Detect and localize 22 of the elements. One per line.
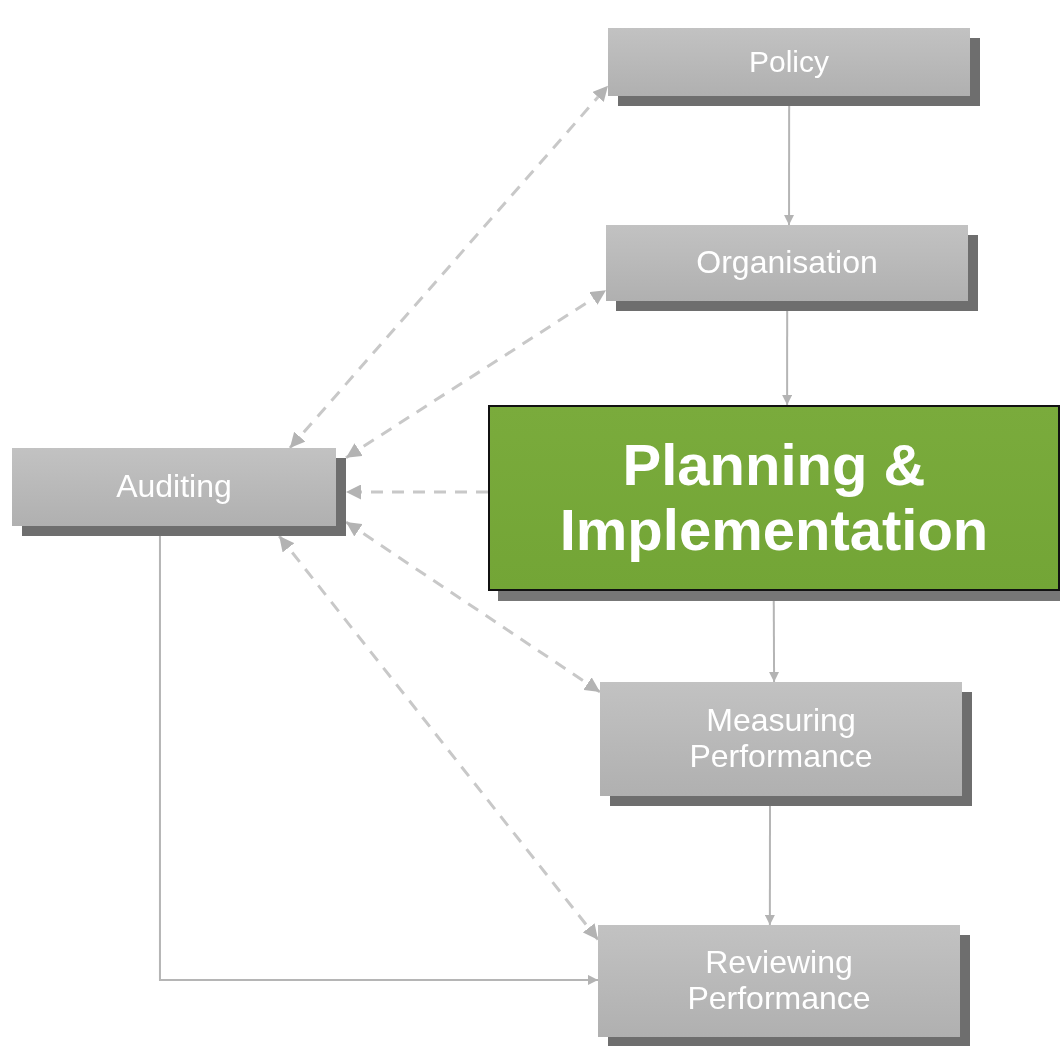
node-label: Reviewing Performance bbox=[686, 945, 872, 1017]
highlighted-process-box bbox=[488, 405, 1060, 601]
arrow bbox=[345, 289, 607, 459]
node-label: Policy bbox=[749, 45, 829, 79]
arrow bbox=[345, 520, 601, 694]
node-label: Auditing bbox=[116, 469, 232, 505]
arrow bbox=[158, 535, 599, 985]
node-label: Planning & Implementation bbox=[558, 433, 990, 563]
process-box bbox=[598, 925, 970, 1046]
arrow bbox=[784, 105, 795, 226]
arrow bbox=[764, 805, 775, 926]
arrow bbox=[288, 84, 610, 449]
process-box bbox=[600, 682, 972, 806]
node-label: Organisation bbox=[696, 245, 878, 281]
arrow bbox=[769, 600, 780, 683]
arrow bbox=[346, 484, 488, 500]
arrow bbox=[782, 310, 793, 406]
process-box bbox=[12, 448, 346, 536]
process-box bbox=[608, 28, 980, 106]
node-label: Measuring Performance bbox=[688, 703, 874, 775]
arrow bbox=[278, 535, 600, 941]
process-box bbox=[606, 225, 978, 311]
